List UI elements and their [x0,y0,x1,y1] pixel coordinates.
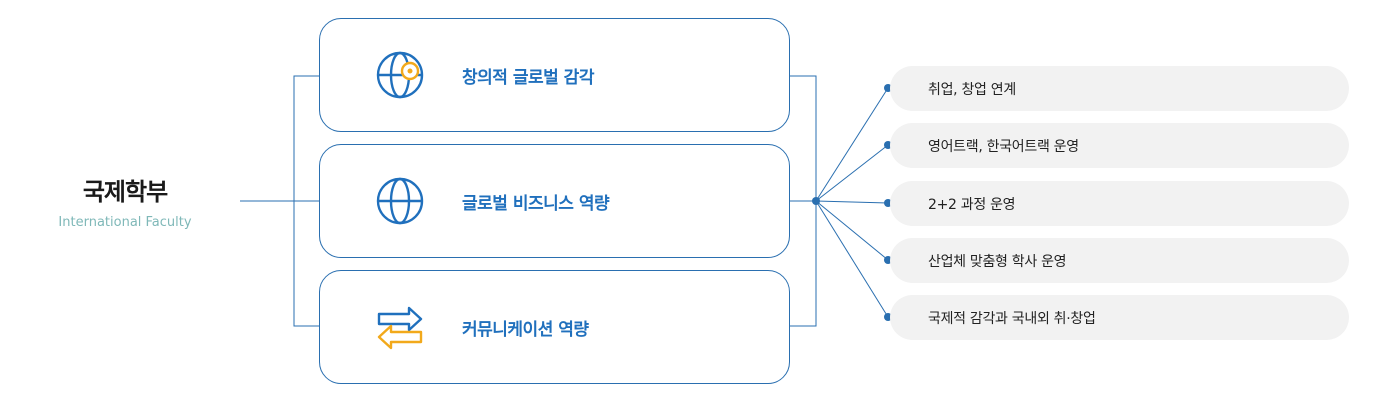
capability-label: 창의적 글로벌 감각 [462,67,594,88]
capability-card-communication: 커뮤니케이션 역량 [319,270,790,384]
outcome-label: 취업, 창업 연계 [928,81,1016,98]
outcome-item-4: 산업체 맞춤형 학사 운영 [890,238,1349,283]
branch-line-3 [815,200,889,204]
outcome-item-3: 2+2 과정 운영 [890,181,1349,226]
branch-line-2 [815,144,889,202]
branch-line-5 [815,200,889,318]
faculty-name-korean: 국제학부 [82,178,168,206]
outcome-label: 2+2 과정 운영 [928,196,1016,213]
capability-label: 글로벌 비즈니스 역량 [462,193,610,214]
capability-card-creative-global: 창의적 글로벌 감각 [319,18,790,132]
exchange-arrows-icon [372,299,428,355]
globe-location-icon [372,47,428,103]
hub-dot [812,197,820,205]
outcome-item-1: 취업, 창업 연계 [890,66,1349,111]
faculty-name-english: International Faculty [58,215,192,230]
left-bracket [293,75,319,327]
outcome-item-2: 영어트랙, 한국어트랙 운영 [890,123,1349,168]
capability-card-global-business: 글로벌 비즈니스 역량 [319,144,790,258]
branch-line-4 [815,200,889,261]
outcome-label: 국제적 감각과 국내외 취·창업 [928,310,1096,327]
faculty-title: 국제학부 International Faculty [40,172,210,230]
globe-icon [372,173,428,229]
outcome-label: 산업체 맞춤형 학사 운영 [928,253,1067,270]
capability-label: 커뮤니케이션 역량 [462,319,589,340]
branch-line-1 [815,87,889,202]
outcome-item-5: 국제적 감각과 국내외 취·창업 [890,295,1349,340]
outcome-label: 영어트랙, 한국어트랙 운영 [928,138,1079,155]
